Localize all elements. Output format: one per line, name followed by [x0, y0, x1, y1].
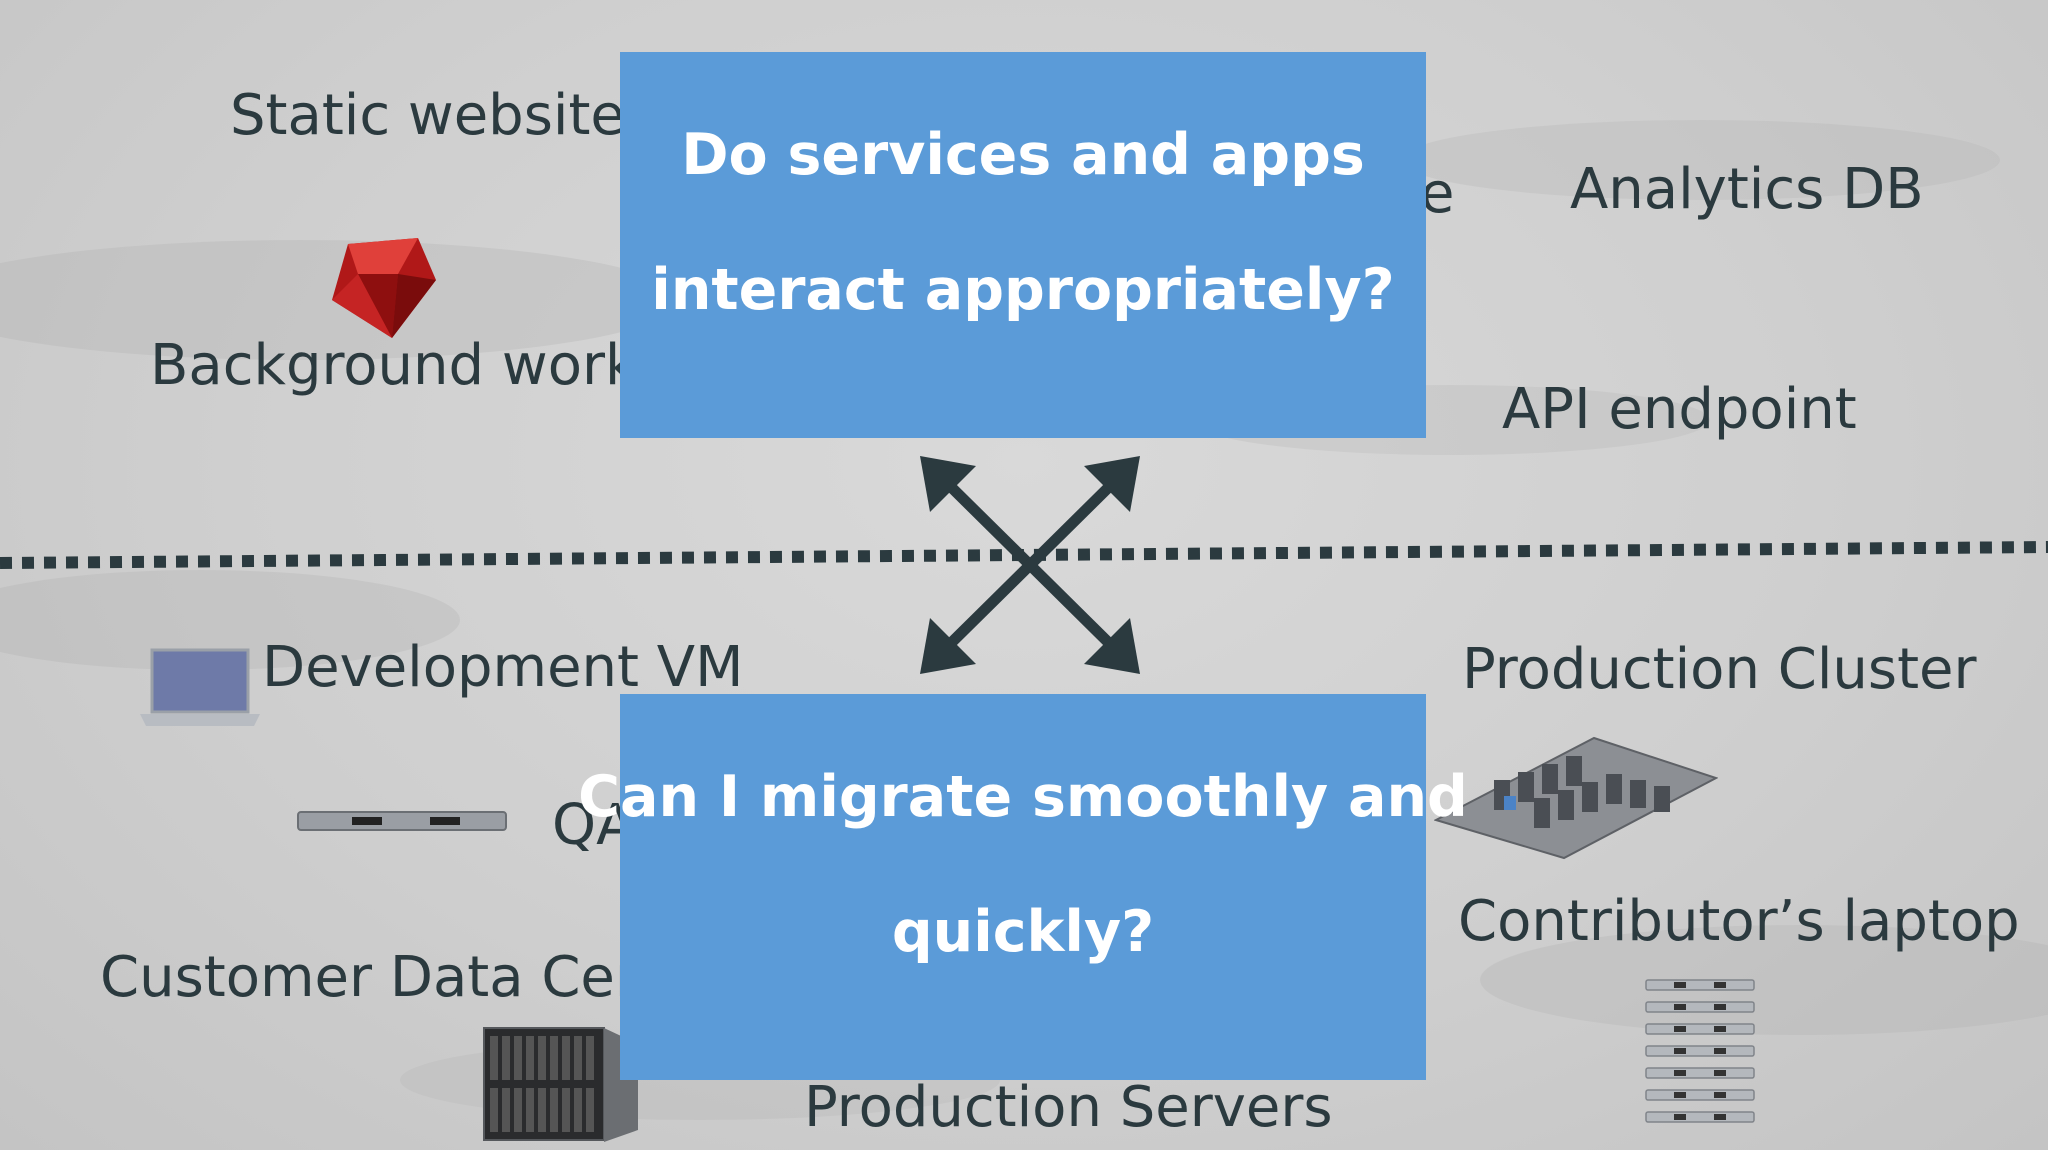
migration-question-line-2: quickly?	[891, 899, 1155, 965]
data-center-icon	[1434, 736, 1718, 860]
contributors-laptop-label: Contributor’s laptop	[1458, 889, 2020, 954]
customer-data-center-label: Customer Data Cen	[100, 945, 651, 1010]
static-website-label: Static website	[230, 83, 625, 148]
rack-server-icon	[297, 811, 507, 831]
production-cluster-label: Production Cluster	[1462, 637, 1977, 702]
laptop-icon	[140, 648, 260, 726]
analytics-db-label: Analytics DB	[1570, 157, 1924, 222]
migration-question-box: Can I migrate smoothly and quickly?	[578, 694, 1468, 1080]
migration-question-line-1: Can I migrate smoothly and	[578, 764, 1468, 830]
blade-server-icon	[483, 1027, 638, 1142]
background-worker-label: Background work	[150, 333, 638, 398]
production-servers-label: Production Servers	[804, 1075, 1333, 1140]
interaction-question-box: Do services and apps interact appropriat…	[620, 52, 1426, 438]
interaction-question-line-1: Do services and apps	[681, 122, 1365, 188]
api-endpoint-label: API endpoint	[1502, 377, 1857, 442]
development-vm-label: Development VM	[262, 635, 744, 700]
interaction-question-line-2: interact appropriately?	[651, 257, 1395, 323]
cross-arrows-icon	[920, 456, 1140, 674]
ruby-gem-icon	[332, 238, 436, 338]
server-stack-icon	[1645, 979, 1755, 1123]
